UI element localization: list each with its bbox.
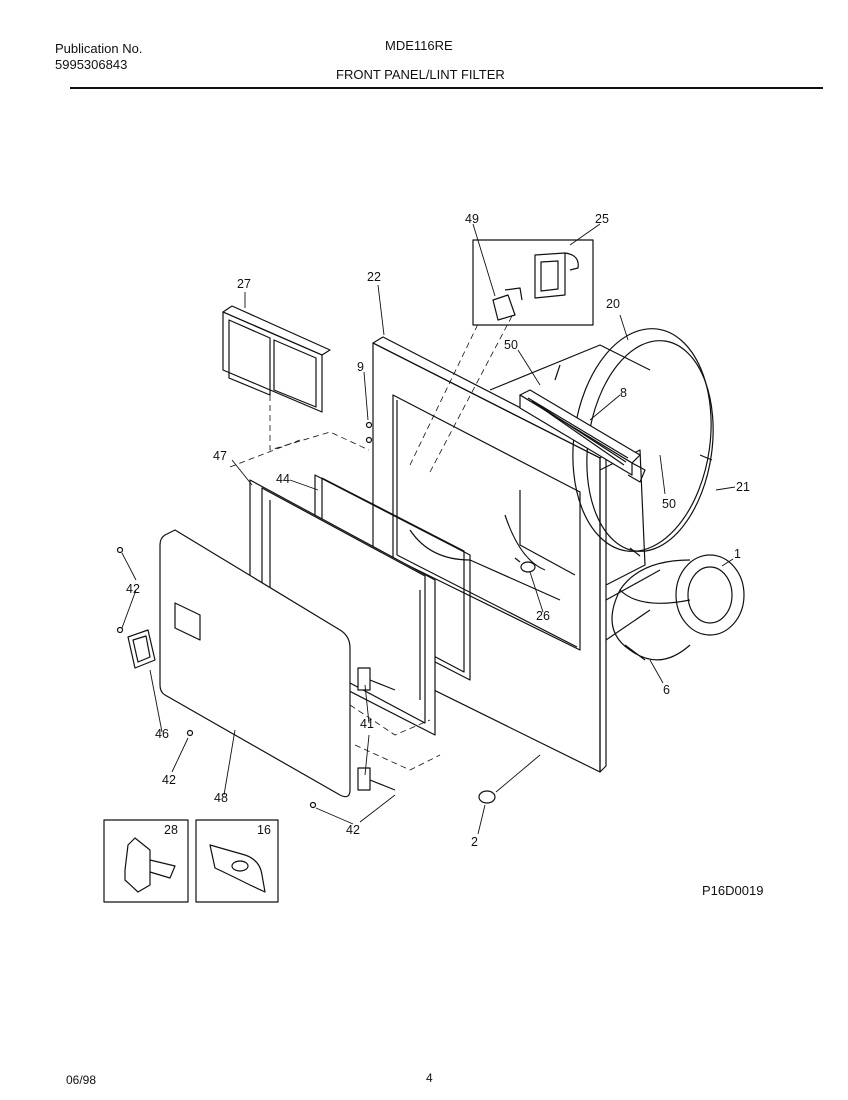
leader-lines	[121, 223, 736, 835]
outer-door-drawing	[159, 529, 351, 798]
callout-42-bottom: 42	[162, 773, 176, 787]
callout-50-top: 50	[504, 338, 518, 352]
callout-28: 28	[164, 823, 178, 837]
model-number: MDE116RE	[385, 38, 453, 53]
callout-41: 41	[360, 717, 374, 731]
section-title: FRONT PANEL/LINT FILTER	[336, 67, 505, 82]
alignment-lines	[229, 315, 513, 771]
callout-26: 26	[536, 609, 550, 623]
publication-label: Publication No.	[55, 41, 143, 56]
callout-50-bottom: 50	[662, 497, 676, 511]
callout-9: 9	[357, 360, 364, 374]
lint-filter-drawing	[519, 389, 646, 483]
inset-detail-box	[472, 239, 594, 326]
hinge-drawing	[357, 667, 396, 791]
callout-labels: 27 22 9 49 25 20 50 8 50 21 1 6 26 47 44…	[126, 212, 763, 898]
header-rule	[70, 87, 823, 89]
callout-21: 21	[736, 480, 750, 494]
callout-1: 1	[734, 547, 741, 561]
publication-number: 5995306843	[55, 57, 128, 72]
callout-22: 22	[367, 270, 381, 284]
callout-48: 48	[214, 791, 228, 805]
callout-47: 47	[213, 449, 227, 463]
footer-date: 06/98	[66, 1073, 97, 1087]
duct-drawing	[611, 554, 745, 661]
callout-6: 6	[663, 683, 670, 697]
callout-25: 25	[595, 212, 609, 226]
callout-42-hinge: 42	[346, 823, 360, 837]
lint-screen-drawing	[222, 305, 331, 413]
callout-2: 2	[471, 835, 478, 849]
fitting-26-drawing	[514, 557, 536, 573]
callout-46: 46	[155, 727, 169, 741]
callout-49: 49	[465, 212, 479, 226]
page-number: 4	[426, 1071, 433, 1085]
glide-drawing	[478, 790, 496, 804]
callout-8-top: 8	[620, 386, 627, 400]
inset-16-box	[195, 819, 279, 903]
callout-44: 44	[276, 472, 290, 486]
inset-28-box	[103, 819, 189, 903]
callout-42-left: 42	[126, 582, 140, 596]
drawing-code: P16D0019	[702, 883, 763, 898]
callout-27: 27	[237, 277, 251, 291]
screws-drawing	[116, 421, 373, 809]
door-catch-drawing	[127, 629, 156, 669]
callout-20: 20	[606, 297, 620, 311]
callout-16: 16	[257, 823, 271, 837]
